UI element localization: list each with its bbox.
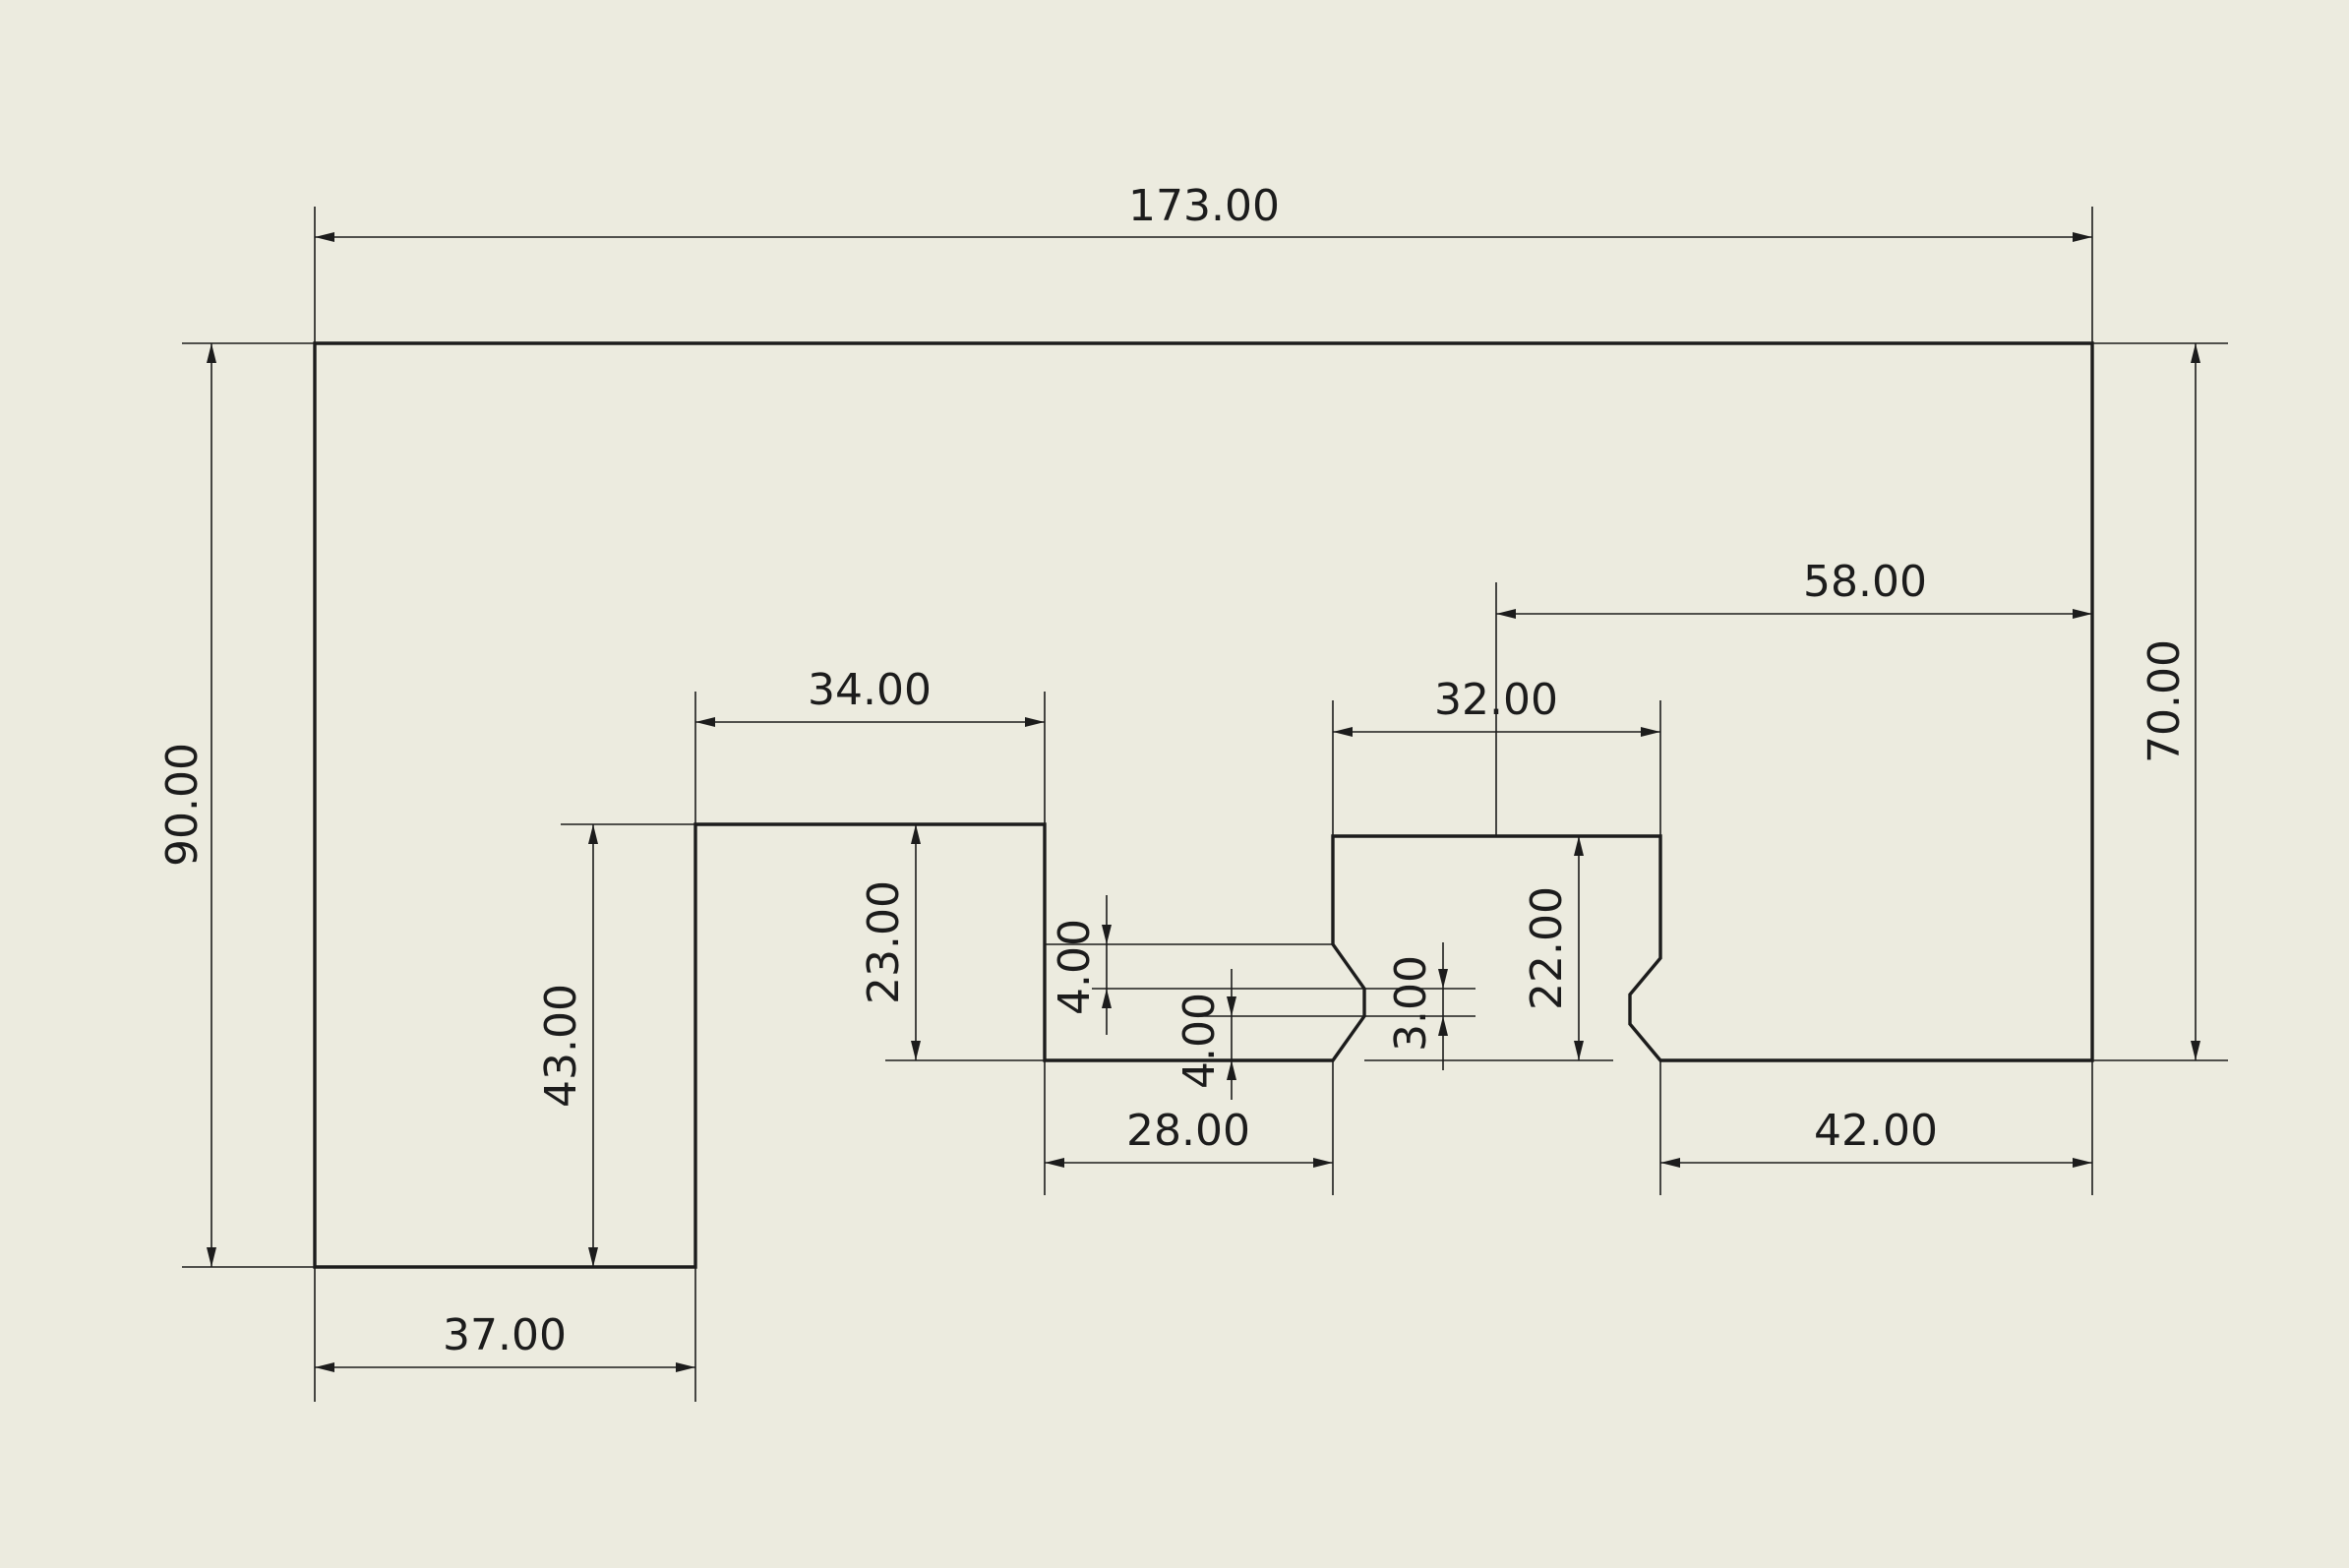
dim-notch-depth-left: 4.00 <box>1174 993 1225 1089</box>
dim-right-height: 70.00 <box>2139 639 2190 763</box>
dimension-lines <box>207 232 2200 1372</box>
dim-right-offset: 58.00 <box>1803 557 1927 607</box>
dim-notch-depth-right: 3.00 <box>1386 955 1436 1052</box>
dim-right-bottom-width: 42.00 <box>1814 1106 1938 1156</box>
dim-tab-width: 32.00 <box>1434 675 1558 725</box>
dim-notch-offset-left: 4.00 <box>1050 919 1100 1015</box>
dim-slot-left-height: 43.00 <box>536 984 586 1108</box>
dim-tab-height: 22.00 <box>1522 886 1572 1010</box>
dim-slot-left-width: 34.00 <box>808 665 932 715</box>
dim-bottom-left-width: 37.00 <box>443 1310 567 1360</box>
dim-gap-width: 28.00 <box>1126 1106 1250 1156</box>
dim-overall-width: 173.00 <box>1128 181 1280 231</box>
extension-lines <box>182 207 2228 1402</box>
dimension-texts: 173.00 90.00 70.00 58.00 34.00 32.00 43.… <box>157 181 2190 1360</box>
dim-overall-height: 90.00 <box>157 743 208 867</box>
dim-slot-middle-height: 23.00 <box>859 880 909 1004</box>
